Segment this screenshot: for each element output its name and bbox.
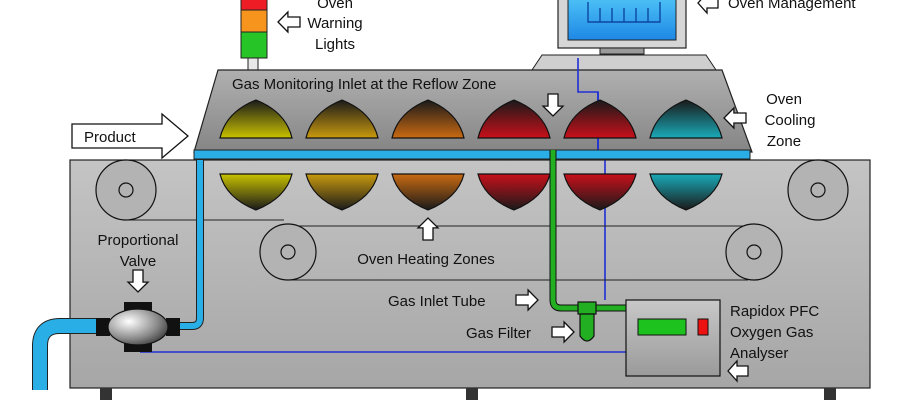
nitrogen-pipe [33,319,98,390]
product-label: Product [84,129,137,146]
cooling-zone-lower-lamp [649,173,723,211]
analyser-display [637,318,687,336]
roller-icon [787,159,849,221]
heating-zone-1-lower-lamp [219,173,293,211]
analyser-label-line1: Rapidox PFC [730,303,819,320]
roller-icon [725,223,783,281]
warning-lights-arrow-icon [277,10,301,34]
green-light [240,31,268,59]
analyser-indicator [697,318,709,336]
heating-zone-3-upper-lamp [391,99,465,139]
heating-zones-label: Oven Heating Zones [357,251,495,268]
machine-leg [466,388,478,400]
gas-inlet-tube-arrow-icon [515,288,539,312]
gas-inlet-tube-label: Gas Inlet Tube [388,293,486,310]
proportional-valve-arrow-down-icon [126,269,150,293]
gas-filter-label: Gas Filter [466,325,531,342]
heating-zones-arrow-up-icon [416,217,440,241]
cooling-zone-label-line2: Cooling [765,112,816,129]
machine-leg [824,388,836,400]
red-light [240,0,268,11]
machine-leg [100,388,112,400]
analyser-label-line2: Oxygen Gas [730,324,813,341]
conveyor-loop [126,159,818,281]
gas-monitoring-inlet-label: Gas Monitoring Inlet at the Reflow Zone [232,76,496,93]
heating-zone-4-lower-lamp [477,173,551,211]
gas-inlet-arrow-down-icon [541,93,565,117]
nitrogen-pipe [168,160,203,329]
proportional-valve-label-line2: Valve [120,253,156,270]
gas-filter [577,301,597,342]
conveyor-belt [193,149,751,160]
heating-zone-5-lower-lamp [563,173,637,211]
oxygen-gas-analyser [625,299,721,377]
analyser-label-line3: Analyser [730,345,788,362]
heating-zone-4-upper-lamp [477,99,551,139]
heating-zone-2-upper-lamp [305,99,379,139]
heating-zone-2-lower-lamp [305,173,379,211]
product-arrow-icon [71,112,190,160]
cooling-zone-upper-lamp [649,99,723,139]
roller-icon [95,159,157,221]
analyser-arrow-icon [727,359,749,383]
gas-inlet-tube [550,150,578,311]
cooling-zone-label-line3: Zone [767,133,801,150]
heating-zone-5-upper-lamp [563,99,637,139]
proportional-valve [96,302,180,352]
heating-zone-3-lower-lamp [391,173,465,211]
warning-lights-label-line2: Warning [307,15,362,32]
orange-light [240,9,268,33]
heating-zone-1-upper-lamp [219,99,293,139]
warning-light-tower [240,0,268,71]
warning-lights-label-line1: Oven [317,0,353,12]
cooling-zone-label-line1: Oven [766,91,802,108]
monitor-icon [531,0,717,71]
oven-management-label: Oven Management [728,0,856,12]
cooling-zone-arrow-icon [723,106,747,130]
warning-lights-label-line3: Lights [315,36,355,53]
roller-icon [259,223,317,281]
oven-management-arrow-icon [697,0,719,15]
gas-filter-arrow-icon [551,320,575,344]
proportional-valve-label-line1: Proportional [98,232,179,249]
